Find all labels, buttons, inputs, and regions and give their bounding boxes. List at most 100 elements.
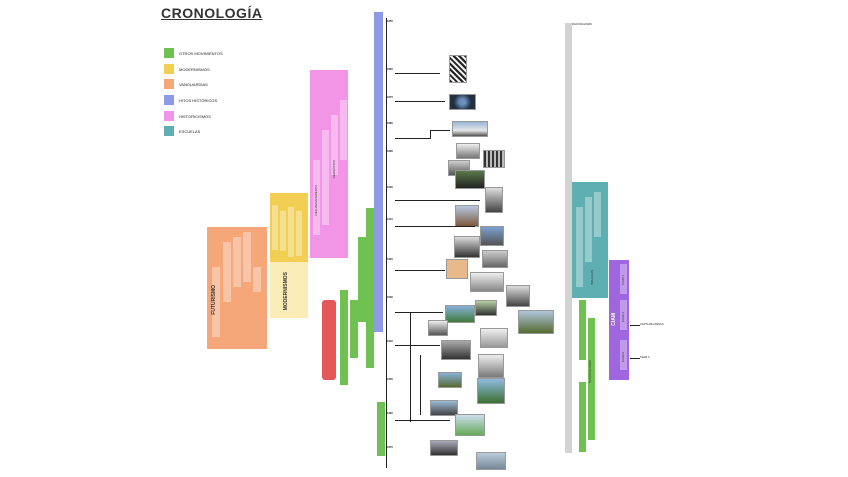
event-line — [395, 101, 445, 102]
event-line — [395, 73, 440, 74]
legend-item-historicismos: HISTORICISMOS — [164, 111, 211, 121]
event-thumbnail — [455, 414, 485, 436]
event-thumbnail — [470, 272, 504, 292]
year-label: 1870 — [387, 96, 393, 99]
year-label: 1970 — [387, 446, 393, 449]
event-thumbnail — [428, 320, 448, 336]
event-line — [395, 345, 440, 346]
event-thumbnail — [483, 150, 505, 168]
event-thumbnail — [480, 328, 508, 348]
event-thumbnail — [441, 340, 471, 360]
event-thumbnail — [478, 354, 504, 378]
modernismos-main-label: MODERNISMOS — [283, 272, 289, 311]
green-column — [358, 237, 366, 322]
green-column-right — [579, 300, 586, 360]
year-label: 1940 — [387, 340, 393, 343]
green-column-right — [588, 318, 595, 440]
event-thumbnail — [506, 285, 530, 307]
timeline-axis — [386, 18, 387, 468]
green-column — [366, 208, 374, 368]
escuelas-block — [572, 182, 608, 298]
event-thumbnail — [475, 300, 497, 316]
event-thumbnail — [480, 226, 504, 246]
modernismos-sub — [280, 211, 286, 251]
modernismos-sub — [288, 207, 294, 257]
ciam-block — [609, 260, 629, 380]
hitos-bar — [374, 12, 383, 332]
ciam-item: CIAM 4 — [621, 312, 625, 323]
ciam-item: CIAM 1 — [621, 275, 625, 286]
gray-timeline-bar — [565, 23, 572, 453]
event-thumbnail — [455, 205, 479, 227]
legend-swatch — [164, 64, 174, 74]
historicismos-block — [310, 70, 348, 258]
year-label: 1890 — [387, 150, 393, 153]
event-thumbnail — [446, 259, 468, 279]
legend-swatch — [164, 126, 174, 136]
event-thumbnail — [430, 440, 458, 456]
event-line — [395, 312, 443, 313]
ciam-connector — [630, 358, 640, 359]
green-column — [350, 300, 358, 358]
green-column — [377, 402, 385, 456]
green-column — [340, 290, 348, 385]
year-label: 1950 — [387, 378, 393, 381]
event-thumbnail — [430, 400, 458, 416]
ciam-sub — [620, 300, 627, 330]
vanguardias-block — [207, 227, 267, 349]
green-right-label: RACIONALISMO — [588, 360, 592, 384]
legend-item-vanguardias: VANGUARDIAS — [164, 79, 208, 89]
modernismos-sub — [272, 205, 278, 250]
event-thumbnail — [476, 452, 506, 470]
page-title: CRONOLOGÍA — [161, 5, 263, 21]
historicismos-sub — [331, 115, 338, 175]
event-line — [395, 270, 445, 271]
ciam-connector — [630, 325, 640, 326]
escuelas-sub — [585, 197, 592, 262]
legend-swatch — [164, 48, 174, 58]
connector-line — [410, 420, 440, 421]
historicismos-sub — [340, 100, 347, 160]
ciam-sub — [620, 340, 627, 370]
year-label: 1860 — [387, 68, 393, 71]
event-line — [395, 226, 475, 227]
year-label: 1880 — [387, 122, 393, 125]
vanguardias-sub — [253, 267, 261, 292]
year-label: 1960 — [387, 412, 393, 415]
vanguardias-main-label: FUTURISMO — [211, 285, 217, 315]
historicismos-label-b: NEOGÓTICO — [332, 160, 336, 179]
event-line — [430, 130, 450, 131]
event-line — [395, 200, 480, 201]
legend-item-escuelas: ESCUELAS — [164, 126, 200, 136]
year-label: 1930 — [387, 296, 393, 299]
historicismos-label-a: NEO-RENACIMIENTO — [314, 185, 318, 216]
escuelas-label: BAUHAUS — [590, 270, 594, 285]
ciam-note: TEAM X — [640, 356, 650, 359]
year-label: 1910 — [387, 218, 393, 221]
green-column-right — [579, 382, 586, 452]
event-thumbnail — [477, 378, 505, 404]
event-line — [395, 138, 430, 139]
legend-swatch — [164, 95, 174, 105]
connector-line — [410, 312, 411, 422]
event-thumbnail — [449, 94, 476, 110]
modernismos-lower — [270, 262, 308, 318]
year-label: 1850 — [387, 20, 393, 23]
event-thumbnail — [518, 310, 554, 334]
historicismos-sub — [322, 130, 329, 225]
legend-swatch — [164, 111, 174, 121]
legend-item-hitos: HITOS HISTÓRICOS — [164, 95, 217, 105]
event-thumbnail — [449, 55, 467, 83]
ciam-label: CIAM — [611, 313, 617, 326]
event-thumbnail — [485, 187, 503, 213]
event-thumbnail — [482, 250, 508, 268]
legend-swatch — [164, 79, 174, 89]
red-marker — [322, 300, 336, 380]
event-thumbnail — [454, 236, 480, 258]
event-thumbnail — [445, 305, 475, 323]
vanguardias-sub — [212, 267, 220, 337]
connector-line — [420, 355, 421, 415]
modernismos-sub — [296, 211, 302, 256]
legend-item-otros: OTROS MOVIMIENTOS — [164, 48, 223, 58]
vanguardias-sub — [243, 232, 251, 282]
